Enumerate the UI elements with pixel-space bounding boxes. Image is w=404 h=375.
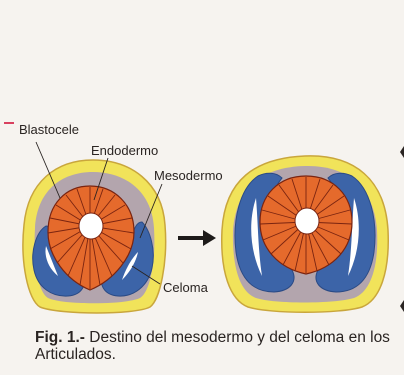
gut-lumen-left [79,213,103,239]
label-blastocele: Blastocele [19,122,79,137]
embryo-right [222,156,389,312]
label-mesodermo: Mesodermo [154,168,223,183]
embryo-left [23,160,166,313]
label-endodermo: Endodermo [91,143,158,158]
label-celoma: Celoma [163,280,208,295]
figure-caption: Fig. 1.- Destino del mesodermo y del cel… [35,329,397,363]
edge-marks [400,146,404,312]
caption-figure-number: Fig. 1.- [35,329,85,346]
caption-text: Destino del mesodermo y del celoma en lo… [35,329,390,363]
arrow-right-icon [178,230,216,246]
gut-lumen-right [295,208,319,234]
